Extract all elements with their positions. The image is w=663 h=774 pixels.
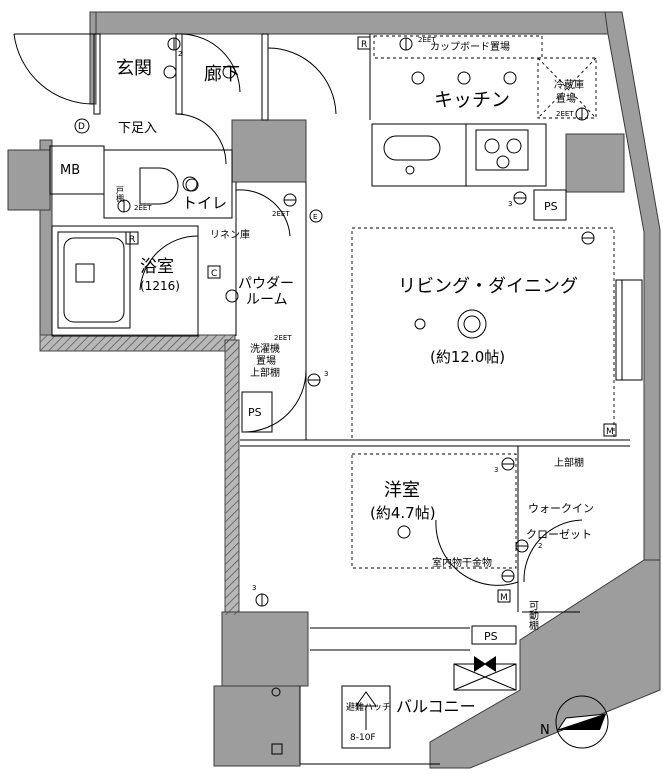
evac-hatch-label-1: 避難ハッチ bbox=[346, 701, 391, 713]
outlet-linen: 2EET bbox=[272, 210, 290, 218]
balcony-label: バルコニー bbox=[396, 697, 476, 716]
door-swings bbox=[13, 33, 583, 586]
outlet-toilet: 2EET bbox=[134, 204, 152, 212]
compass: N bbox=[540, 695, 609, 749]
bathtub bbox=[57, 231, 131, 329]
compass-north-label: N bbox=[540, 723, 550, 738]
western-label: 洋室 bbox=[384, 480, 420, 501]
living-label: リビング・ダイニング bbox=[398, 276, 578, 297]
exterior-walls bbox=[7, 11, 661, 769]
entrance-label: 玄関 bbox=[116, 58, 152, 79]
ps-label-hall: PS bbox=[248, 406, 262, 419]
bathroom-label: 浴室 bbox=[140, 257, 174, 277]
washer-label-3: 上部棚 bbox=[250, 366, 280, 379]
fridge-label-2: 置場 bbox=[556, 92, 576, 105]
cupboard-label: カップボード置場 bbox=[430, 40, 510, 53]
ceiling-lights bbox=[163, 65, 517, 539]
outlet-kitchen: 2EET bbox=[418, 36, 436, 44]
marker-r-kitchen: R bbox=[361, 40, 367, 50]
ps-label-kitchen: PS bbox=[544, 200, 558, 213]
toilet-label: トイレ bbox=[182, 194, 227, 212]
fridge-label-1: 冷蔵庫 bbox=[554, 78, 584, 91]
switches bbox=[117, 37, 595, 607]
evac-hatch-label-2: 8-10F bbox=[350, 733, 376, 743]
walkin-label-1: ウォークイン bbox=[528, 502, 594, 515]
outlet-fridge: 2EET bbox=[556, 110, 574, 118]
powder-room-label-1: パウダー bbox=[238, 276, 294, 292]
kitchen-label: キッチン bbox=[434, 89, 510, 111]
markers: R R C D M M E 2EET 2EET 2EET 2EET 2EET 2… bbox=[74, 36, 617, 603]
upper-shelf-label: 上部棚 bbox=[554, 456, 584, 469]
washer-label-1: 洗濯機 bbox=[250, 342, 280, 355]
marker-m-living: M bbox=[606, 427, 614, 437]
count-western: 3 bbox=[494, 466, 498, 474]
marker-e: E bbox=[313, 213, 317, 221]
powder-room-label-2: ルーム bbox=[246, 292, 288, 308]
count-bottom-left: 3 bbox=[252, 584, 256, 592]
ps-label-balcony: PS bbox=[484, 630, 498, 643]
kitchen-sink bbox=[383, 135, 441, 175]
marker-r-bath: R bbox=[129, 235, 135, 245]
interior-walls bbox=[49, 33, 643, 765]
evac-hatch bbox=[341, 685, 391, 749]
count-washer: 3 bbox=[324, 370, 328, 378]
marker-d: D bbox=[78, 122, 85, 132]
drying-rack-label: 室内物干金物 bbox=[432, 556, 492, 569]
outdoor-unit bbox=[453, 656, 517, 691]
western-size-label: (約4.7帖) bbox=[370, 504, 436, 522]
living-size-label: (約12.0帖) bbox=[430, 348, 505, 366]
count-kitchen-ps: 3 bbox=[508, 200, 512, 208]
outlet-washer: 2EET bbox=[274, 334, 292, 342]
stove bbox=[475, 129, 529, 171]
walkin-label-2: クローゼット bbox=[526, 528, 592, 541]
hallway-label: 廊下 bbox=[204, 64, 240, 85]
movable-shelf-label: 可動棚 bbox=[527, 600, 539, 631]
count-wic: 2 bbox=[538, 542, 542, 550]
room-labels: 玄関 廊下 下足入 MB キッチン トイレ 戸棚 浴室 (1216) リネン庫 … bbox=[60, 40, 594, 743]
washer-label-2: 置場 bbox=[256, 354, 276, 367]
count-hall: 2 bbox=[178, 50, 182, 58]
shoe-storage-label: 下足入 bbox=[118, 121, 157, 136]
toilet-shelf-label: 戸棚 bbox=[116, 186, 125, 203]
linen-label: リネン庫 bbox=[210, 228, 250, 241]
mb-label: MB bbox=[60, 163, 80, 178]
marker-m-western: M bbox=[500, 593, 508, 603]
marker-c: C bbox=[211, 269, 217, 279]
bathroom-size-label: (1216) bbox=[140, 279, 180, 293]
